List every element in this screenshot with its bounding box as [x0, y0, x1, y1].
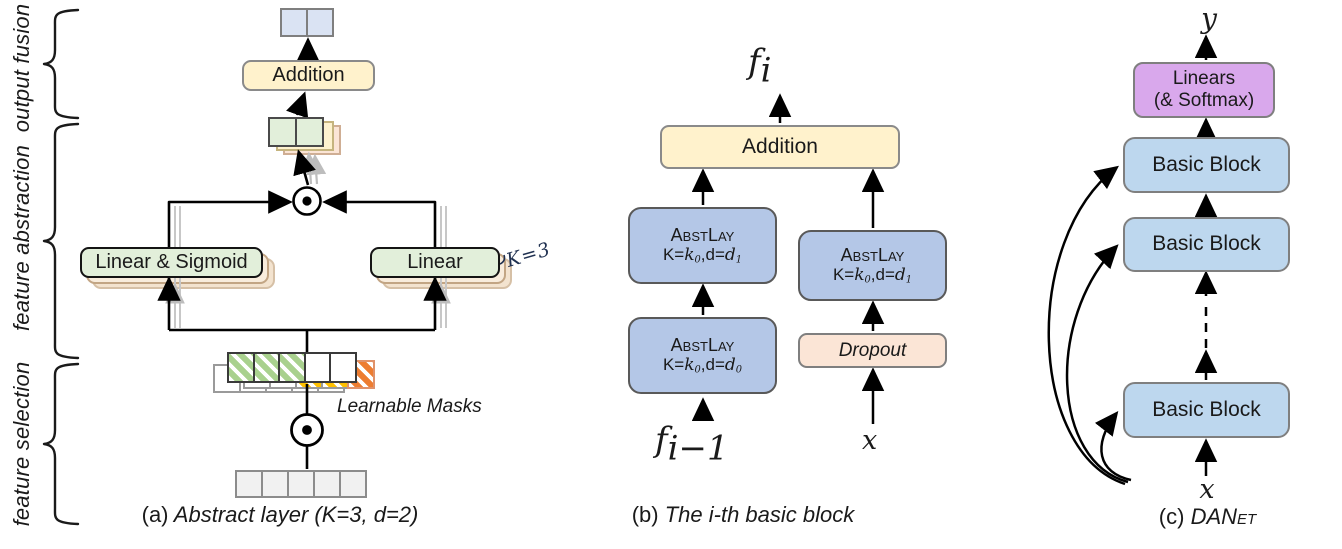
fused-output-cells	[268, 117, 324, 147]
abstlay-box-left-bottom: AbstLay K=k0,d=d0	[628, 317, 777, 394]
linears-softmax-box: Linears (& Softmax)	[1133, 62, 1275, 118]
input-var-x-b: x	[862, 425, 878, 456]
learnable-masks-label: Learnable Masks	[337, 396, 482, 417]
input-var-x-c: x	[1199, 474, 1215, 505]
abstlay-params: K=k0,d=d1	[662, 245, 743, 266]
learnable-mask-row	[227, 352, 358, 383]
abstlay-box-right: AbstLay K=k0,d=d1	[798, 230, 947, 301]
brace-icon	[42, 8, 80, 526]
basic-block-box-middle: Basic Block	[1123, 217, 1290, 272]
input-feature-cells	[235, 470, 367, 498]
caption-panel-b: (b) The i-th basic block	[631, 502, 855, 527]
output-var-y: y	[1201, 2, 1217, 35]
linear-sigmoid-box: Linear & Sigmoid	[80, 247, 263, 278]
dropout-box: Dropout	[798, 333, 947, 368]
abstlay-box-left-top: AbstLay K=k0,d=d1	[628, 207, 777, 284]
linear-box: Linear	[370, 247, 500, 278]
addition-box-b: Addition	[660, 125, 900, 169]
final-output-cells	[280, 8, 334, 37]
abstlay-params: K=k0,d=d0	[662, 355, 743, 376]
k3-annotation: K=3	[503, 238, 554, 272]
caption-panel-a: (a) Abstract layer (K=3, d=2)	[141, 502, 419, 527]
basic-block-box-bottom: Basic Block	[1123, 382, 1290, 438]
addition-box-a: Addition	[242, 60, 375, 91]
output-var-fi: fi	[748, 42, 772, 91]
basic-block-box-top: Basic Block	[1123, 137, 1290, 193]
abstlay-params: K=k0,d=d1	[832, 265, 913, 286]
hadamard-product-icon	[290, 186, 324, 447]
caption-panel-c: (c) DANet	[1158, 504, 1257, 529]
stage-label-feature-selection: feature selection	[9, 361, 34, 527]
input-var-fi-1: fi−1	[655, 420, 729, 469]
